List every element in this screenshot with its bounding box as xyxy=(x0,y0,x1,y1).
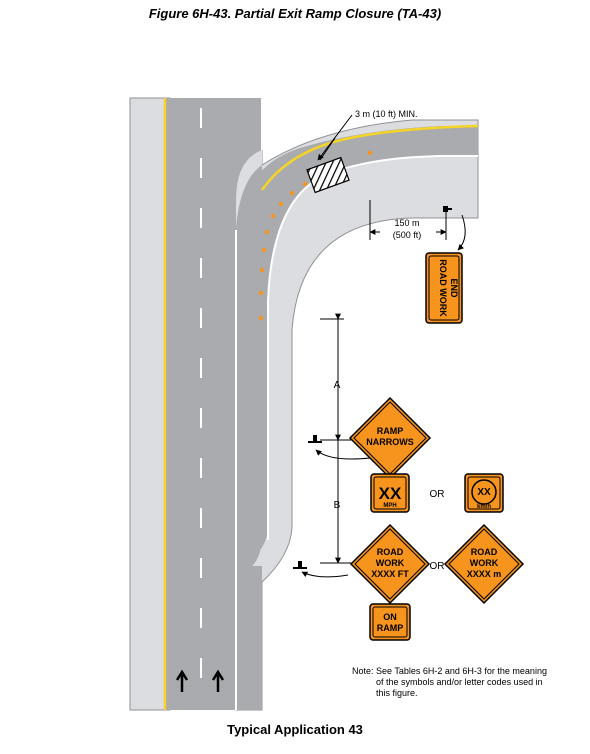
speed-value: XX xyxy=(379,484,402,503)
speed-unit: MPH xyxy=(383,503,396,509)
barricade xyxy=(306,156,350,194)
note-line-2: of the symbols and/or letter codes used … xyxy=(376,677,543,687)
sign-post-icon xyxy=(293,561,307,569)
on-ramp-line-2: RAMP xyxy=(377,623,404,633)
work-area: 3 m (10 ft) MIN. 150 m (500 ft) xyxy=(258,109,466,321)
lane-direction-arrows xyxy=(175,669,225,692)
end-distance-metric: 150 m xyxy=(394,218,419,228)
figure-note: Note: See Tables 6H-2 and 6H-3 for the m… xyxy=(352,666,588,699)
sign-post-icon xyxy=(443,206,452,212)
or-label: OR xyxy=(430,561,445,572)
taper-offset-label: 3 m (10 ft) MIN. xyxy=(355,109,418,119)
ramp-yellow-edge-line xyxy=(260,124,479,191)
up-arrow-icon xyxy=(211,669,225,692)
on-ramp-plaque: ON RAMP xyxy=(369,603,411,641)
figure-title: Figure 6H-43. Partial Exit Ramp Closure … xyxy=(148,6,442,21)
roadway xyxy=(129,97,479,711)
road-work-ft-sign: ROAD WORK XXXX FT xyxy=(349,523,431,605)
end-sign-line-2: ROAD WORK xyxy=(438,259,448,317)
ramp-narrows-sign: RAMP NARROWS xyxy=(348,396,432,480)
sign-post-icon xyxy=(308,435,322,443)
note-line-1: Note: See Tables 6H-2 and 6H-3 for the m… xyxy=(352,666,547,676)
road-work-m-line-3: XXXX m xyxy=(467,569,502,579)
spacing-dimensions xyxy=(320,313,362,564)
up-arrow-icon xyxy=(175,669,189,692)
road-work-m-line-2: WORK xyxy=(470,558,499,568)
road-work-m-line-1: ROAD xyxy=(471,547,498,557)
speed-plaque-kmh: XX km/h xyxy=(464,473,504,513)
road-work-ft-line-2: WORK xyxy=(376,558,405,568)
ramp-narrows-line-2: NARROWS xyxy=(366,437,414,447)
ramp-narrows-line-1: RAMP xyxy=(377,426,404,436)
end-road-work-sign: END ROAD WORK xyxy=(425,252,463,324)
speed-value-metric: XX xyxy=(477,487,491,498)
spacing-b-label: B xyxy=(334,500,341,511)
figure-caption: Typical Application 43 xyxy=(227,722,363,737)
end-sign-line-1: END xyxy=(449,278,459,298)
road-work-m-sign: ROAD WORK XXXX m xyxy=(443,523,525,605)
speed-unit-metric: km/h xyxy=(477,504,491,510)
note-line-3: this figure. xyxy=(376,688,418,698)
channelizing-devices xyxy=(258,150,373,321)
or-label: OR xyxy=(430,489,445,500)
ramp-lane xyxy=(236,126,478,560)
road-work-ft-line-3: XXXX FT xyxy=(371,569,409,579)
speed-plaque-mph: XX MPH xyxy=(370,473,410,513)
road-work-ft-line-1: ROAD xyxy=(377,547,404,557)
on-ramp-line-1: ON xyxy=(383,612,397,622)
spacing-a-label: A xyxy=(334,380,341,391)
end-distance-english: (500 ft) xyxy=(393,230,422,240)
